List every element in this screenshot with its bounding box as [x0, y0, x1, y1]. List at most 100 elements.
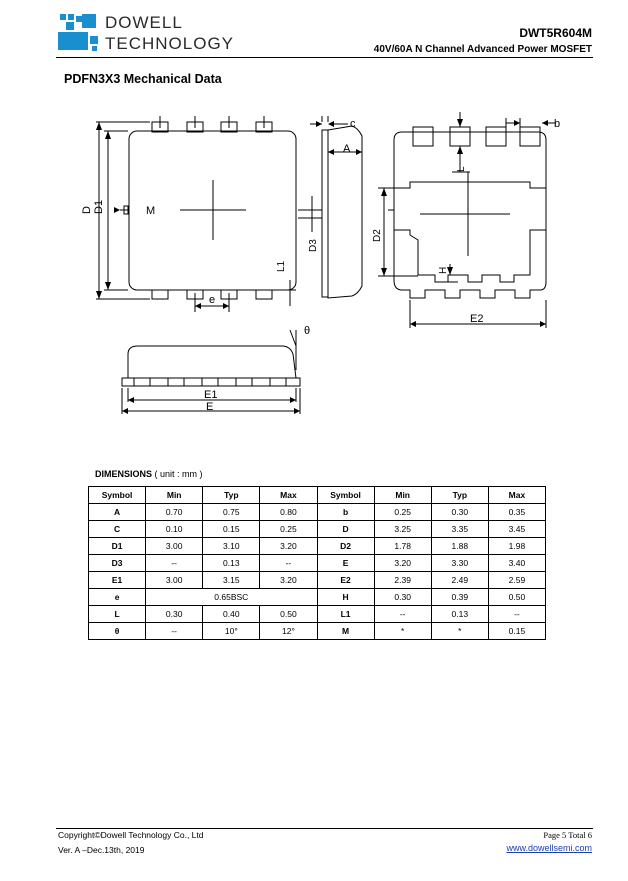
table-cell: --	[145, 622, 204, 640]
table-cell: 3.00	[145, 537, 204, 555]
table-cell: θ	[87, 622, 147, 640]
table-row: D1 3.00 3.10 3.20 D2 1.78 1.88 1.98	[87, 537, 547, 555]
table-cell: 10°	[202, 622, 261, 640]
table-cell: 0.30	[373, 588, 432, 606]
label-theta: θ	[304, 325, 310, 337]
table-cell: C	[87, 520, 147, 538]
table-row: θ -- 10° 12° M * * 0.15	[87, 622, 547, 640]
table-cell: 3.25	[373, 520, 432, 538]
table-cell: 0.13	[430, 605, 489, 623]
top-view	[96, 116, 297, 312]
table-cell: 0.15	[202, 520, 261, 538]
header-divider	[56, 57, 593, 58]
table-row: C 0.10 0.15 0.25 D 3.25 3.35 3.45	[87, 520, 547, 538]
label-E1: E1	[204, 389, 217, 401]
table-cell: D3	[87, 554, 147, 572]
table-cell: 0.40	[202, 605, 261, 623]
table-cell: D1	[87, 537, 147, 555]
table-cell: 1.78	[373, 537, 432, 555]
table-cell: 0.50	[259, 605, 318, 623]
label-e: e	[209, 294, 215, 306]
table-cell: L	[87, 605, 147, 623]
table-cell: 12°	[259, 622, 318, 640]
table-cell: --	[145, 554, 204, 572]
website-link[interactable]: www.dowellsemi.com	[506, 843, 592, 853]
col-header: Min	[373, 486, 432, 504]
copyright-text: Copyright©Dowell Technology Co., Ltd	[58, 830, 204, 840]
dimensions-caption: DIMENSIONS ( unit : mm )	[95, 469, 203, 479]
table-cell: E2	[316, 571, 375, 589]
label-E2: E2	[470, 313, 483, 325]
label-A: A	[343, 143, 351, 155]
table-cell: 3.20	[373, 554, 432, 572]
table-cell: 0.70	[145, 503, 204, 521]
table-cell: 0.30	[145, 605, 204, 623]
label-b: b	[554, 118, 560, 130]
table-cell: 1.98	[487, 537, 547, 555]
part-number: DWT5R604M	[519, 26, 592, 40]
label-L: L	[456, 166, 467, 172]
table-row: e 0.65BSC H 0.30 0.39 0.50	[87, 588, 547, 606]
bottom-view	[378, 112, 556, 328]
label-H: H	[438, 267, 449, 274]
logo-text-line2: TECHNOLOGY	[105, 34, 235, 53]
label-D1: D1	[93, 200, 105, 214]
col-header: Max	[259, 486, 318, 504]
col-header: Min	[145, 486, 204, 504]
table-cell: L1	[316, 605, 375, 623]
table-cell: 0.35	[487, 503, 547, 521]
table-cell: 3.10	[202, 537, 261, 555]
table-cell: 0.15	[487, 622, 547, 640]
footer-divider	[56, 828, 593, 829]
company-logo-mark	[58, 14, 98, 51]
table-cell: 2.59	[487, 571, 547, 589]
table-cell: H	[316, 588, 375, 606]
label-L1: L1	[276, 260, 287, 272]
table-cell: 0.13	[202, 554, 261, 572]
col-header: Symbol	[316, 486, 375, 504]
label-c: c	[350, 118, 356, 130]
table-cell: 0.50	[487, 588, 547, 606]
table-cell: 0.25	[259, 520, 318, 538]
table-cell: D	[316, 520, 375, 538]
table-row: D3 -- 0.13 -- E 3.20 3.30 3.40	[87, 554, 547, 572]
table-cell: 2.49	[430, 571, 489, 589]
table-row: A 0.70 0.75 0.80 b 0.25 0.30 0.35	[87, 503, 547, 521]
page-number: Page 5 Total 6	[543, 830, 592, 840]
table-cell: *	[373, 622, 432, 640]
logo-text-line1: DOWELL	[105, 13, 183, 32]
table-cell: A	[87, 503, 147, 521]
table-cell: E	[316, 554, 375, 572]
label-D3: D3	[308, 239, 319, 252]
table-cell: 0.80	[259, 503, 318, 521]
table-cell: 0.10	[145, 520, 204, 538]
mechanical-drawing: D D1 M e L1 c A D3	[81, 112, 560, 414]
label-D: D	[81, 206, 93, 214]
table-cell: 3.15	[202, 571, 261, 589]
table-cell: 3.45	[487, 520, 547, 538]
table-header-row: Symbol Min Typ Max Symbol Min Typ Max	[87, 486, 547, 504]
table-cell: 0.25	[373, 503, 432, 521]
table-cell: 3.00	[145, 571, 204, 589]
table-cell: M	[316, 622, 375, 640]
table-cell: D2	[316, 537, 375, 555]
col-header: Typ	[430, 486, 489, 504]
table-cell: 0.65BSC	[145, 588, 318, 606]
table-cell: 2.39	[373, 571, 432, 589]
col-header: Symbol	[87, 486, 147, 504]
table-cell: --	[487, 605, 547, 623]
col-header: Typ	[202, 486, 261, 504]
table-cell: E1	[87, 571, 147, 589]
table-cell: 0.39	[430, 588, 489, 606]
table-cell: --	[259, 554, 318, 572]
table-cell: 3.20	[259, 537, 318, 555]
dimensions-table: Symbol Min Typ Max Symbol Min Typ Max A …	[87, 486, 547, 640]
table-cell: 3.35	[430, 520, 489, 538]
table-cell: --	[373, 605, 432, 623]
table-cell: 0.30	[430, 503, 489, 521]
col-header: Max	[487, 486, 547, 504]
table-cell: 3.40	[487, 554, 547, 572]
table-row: L 0.30 0.40 0.50 L1 -- 0.13 --	[87, 605, 547, 623]
table-row: E1 3.00 3.15 3.20 E2 2.39 2.49 2.59	[87, 571, 547, 589]
table-cell: e	[87, 588, 147, 606]
